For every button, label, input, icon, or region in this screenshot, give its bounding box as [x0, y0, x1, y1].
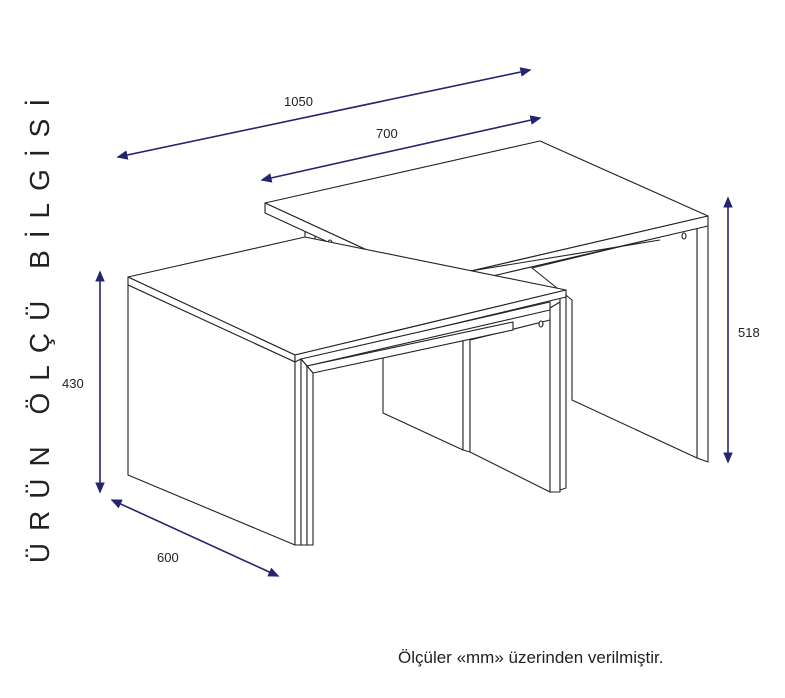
- units-note: Ölçüler «mm» üzerinden verilmiştir.: [398, 648, 664, 667]
- dimension-label-1050: 1050: [284, 94, 313, 109]
- arrow-700: [260, 115, 542, 183]
- dimension-label-700: 700: [376, 126, 398, 141]
- dimension-label-518: 518: [738, 325, 760, 340]
- dimension-label-600: 600: [157, 550, 179, 565]
- lower-table: [127, 236, 567, 546]
- arrow-600: [110, 499, 280, 577]
- dimension-label-430: 430: [62, 376, 84, 391]
- arrow-1050: [116, 67, 532, 160]
